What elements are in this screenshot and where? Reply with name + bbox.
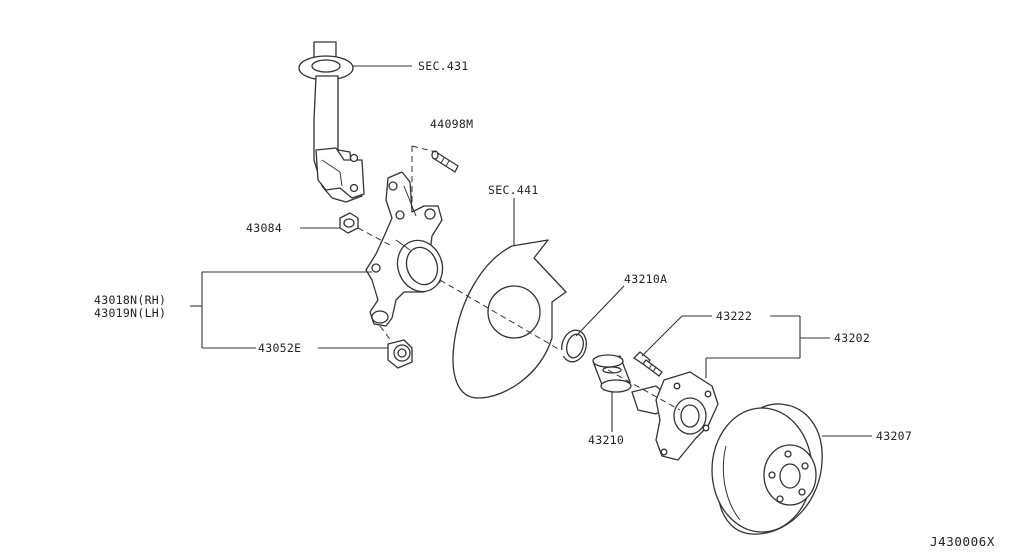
label-43202: 43202 xyxy=(834,331,870,345)
stud-44098m xyxy=(431,150,459,173)
snap-ring-43210a xyxy=(557,329,587,363)
strut-assembly xyxy=(298,41,365,203)
dust-shield xyxy=(452,239,567,399)
bushing-43052e xyxy=(387,339,413,369)
wheel-hub-43202 xyxy=(631,371,719,461)
label-43052e: 43052E xyxy=(258,341,301,355)
label-43210a: 43210A xyxy=(624,272,667,286)
steering-knuckle xyxy=(365,171,444,327)
label-43222: 43222 xyxy=(716,309,752,323)
label-43019n-lh: 43019N(LH) xyxy=(94,306,166,320)
label-43207: 43207 xyxy=(876,429,912,443)
assembly-axis-lines xyxy=(357,145,681,411)
label-sec431: SEC.431 xyxy=(418,59,469,73)
label-43084: 43084 xyxy=(246,221,282,235)
nut-43084 xyxy=(339,212,359,234)
diagram-code: J430006X xyxy=(930,534,995,549)
label-43018n-rh: 43018N(RH) xyxy=(94,293,166,307)
callout-labels: SEC.431 44098M SEC.441 43084 43018N(RH) … xyxy=(94,59,995,549)
label-44098m: 44098M xyxy=(430,117,473,131)
leader-lines xyxy=(190,65,872,437)
bearing-43210 xyxy=(592,354,632,393)
hub-bolt-43222 xyxy=(633,351,663,377)
label-43210: 43210 xyxy=(588,433,624,447)
label-sec441: SEC.441 xyxy=(488,183,539,197)
brake-rotor-43207 xyxy=(711,403,823,535)
